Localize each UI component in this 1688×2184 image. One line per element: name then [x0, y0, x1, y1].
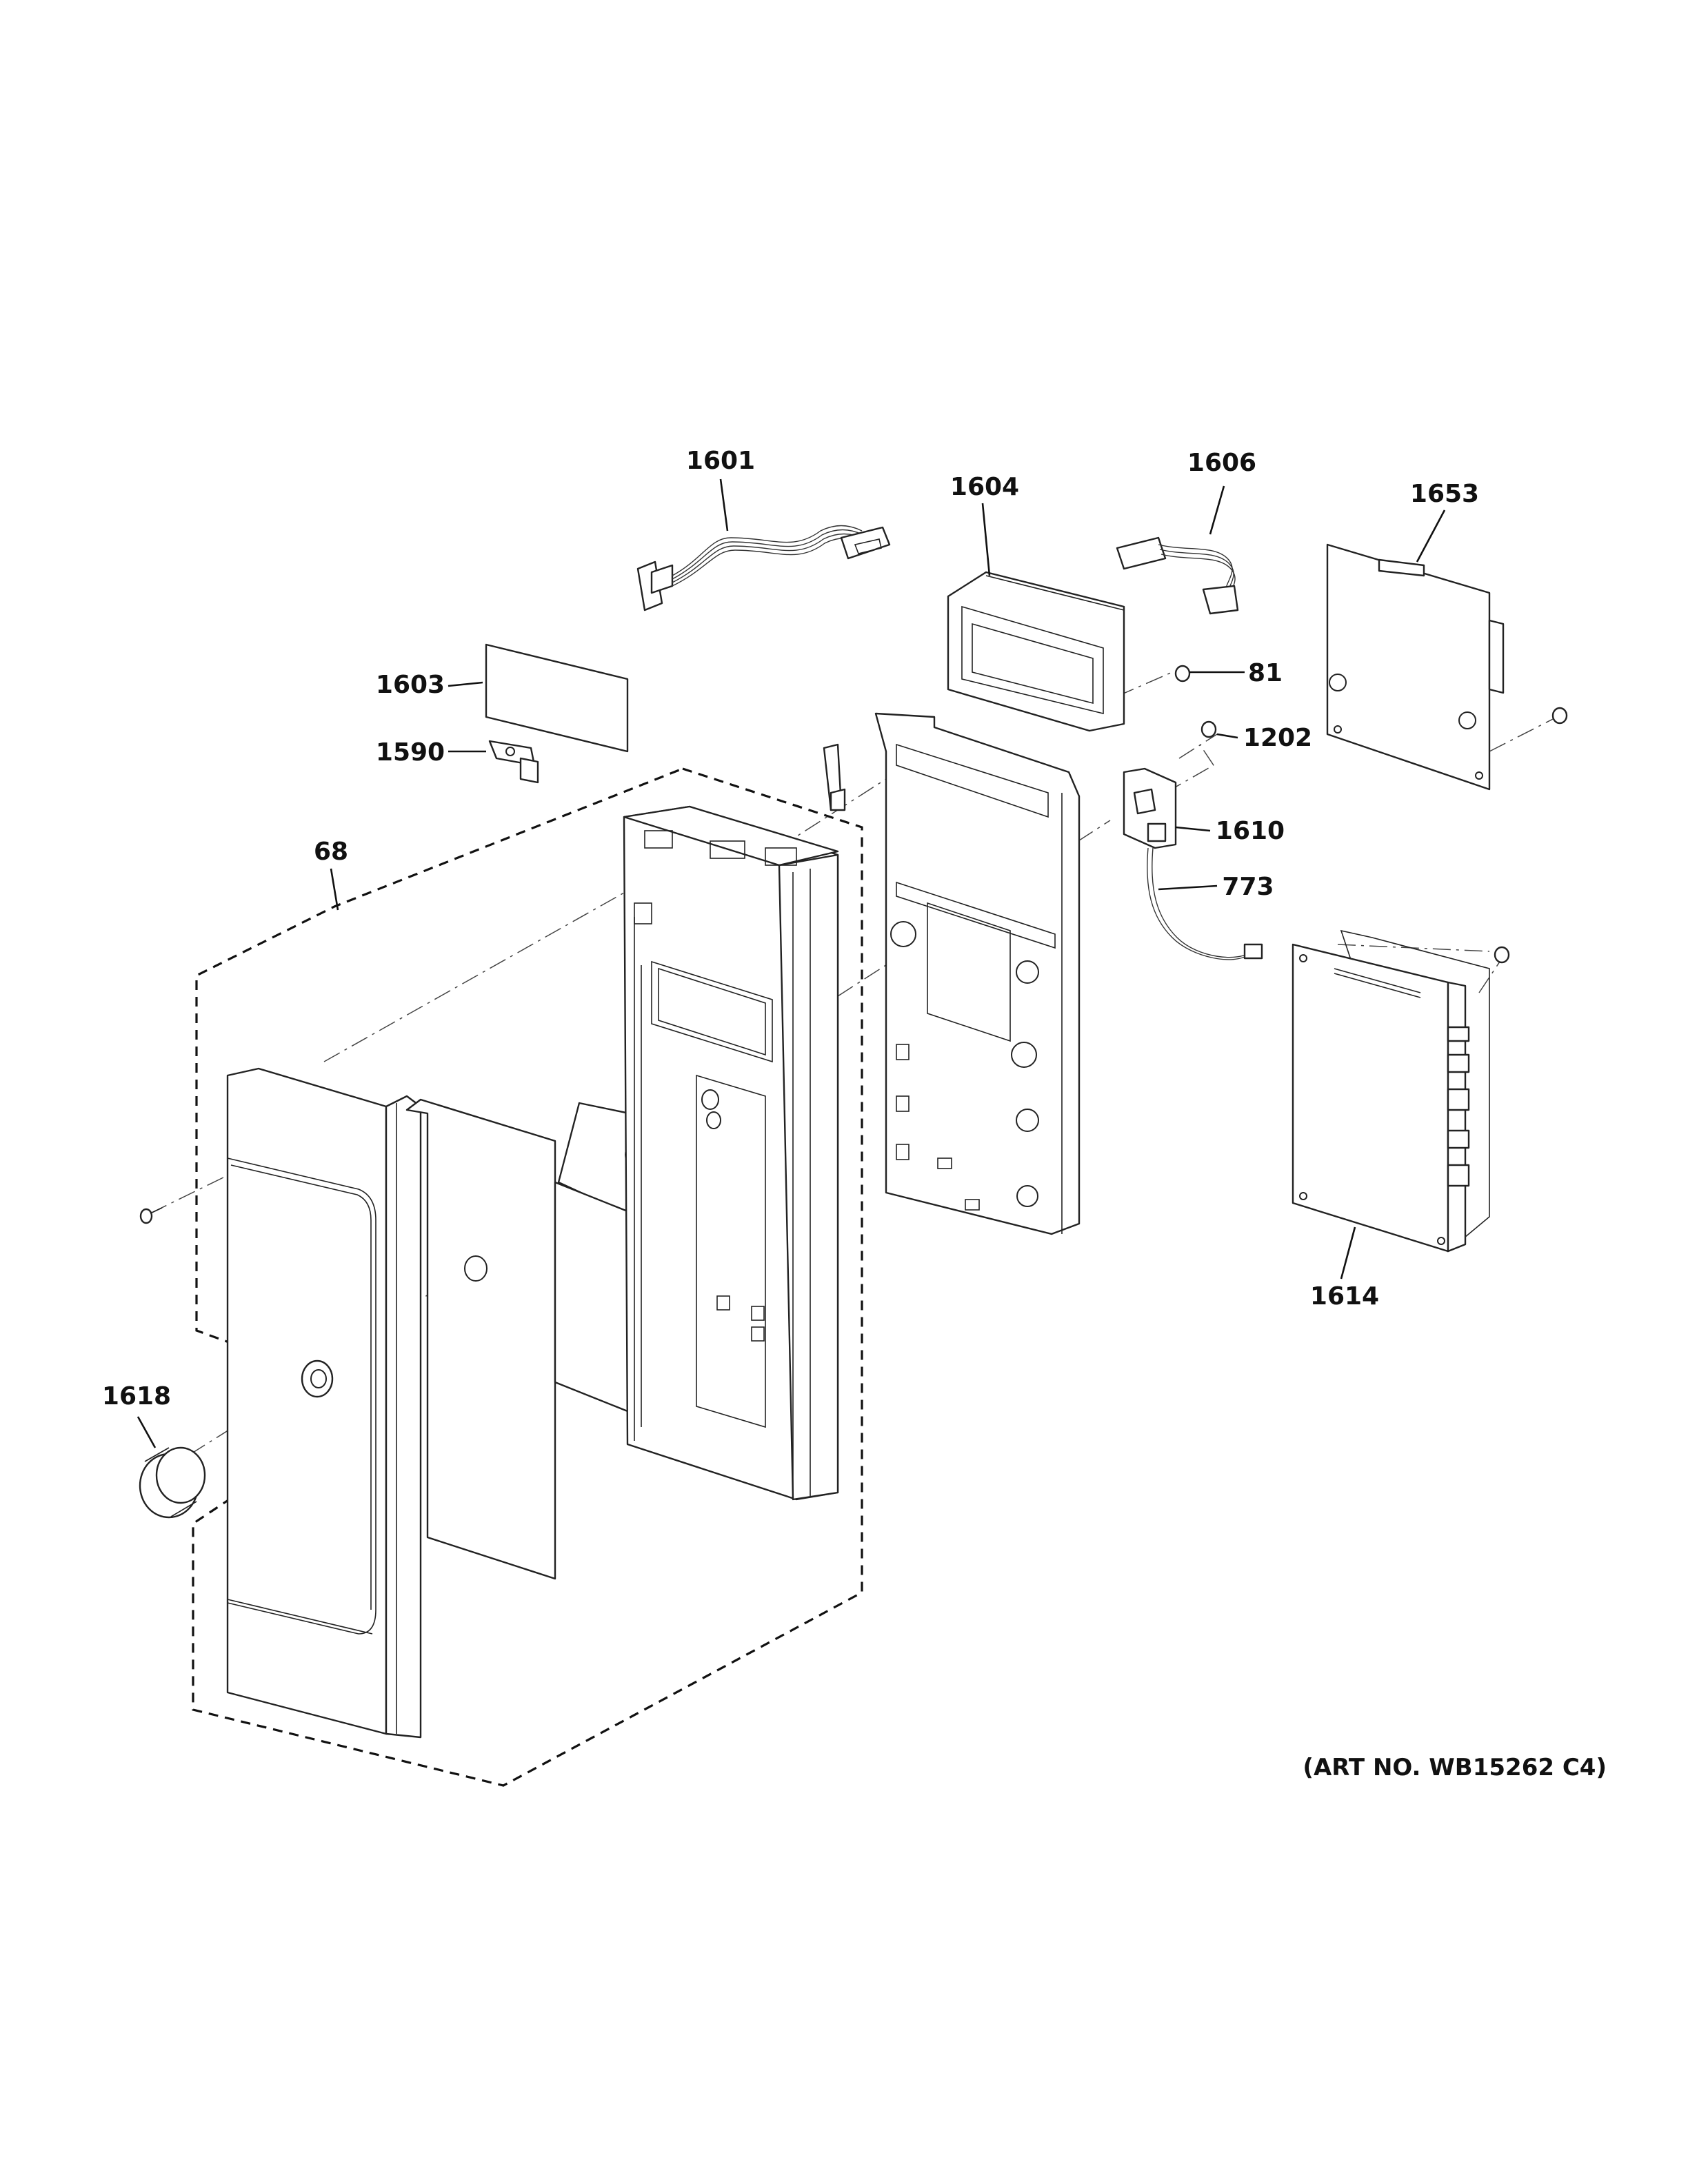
- screw-1653: [1551, 707, 1568, 725]
- screw-81: [1174, 665, 1191, 682]
- callout-1202: 1202: [1243, 724, 1312, 752]
- callout-1590: 1590: [376, 738, 445, 767]
- callout-1601: 1601: [686, 447, 755, 475]
- callout-1618: 1618: [102, 1382, 171, 1410]
- wire-harness-1601: [636, 525, 891, 611]
- leader-lines: [137, 478, 1446, 1448]
- board-1614: [1292, 929, 1490, 1253]
- clip-bracket: [823, 743, 846, 811]
- bracket-1590: [488, 740, 539, 784]
- callout-labels: 1601 1604 1606 1653 1603 81 1202 1590 68…: [102, 447, 1479, 1410]
- art-number: (ART NO. WB15262 C4): [1303, 1754, 1607, 1781]
- callout-1604: 1604: [950, 473, 1019, 501]
- callout-68: 68: [314, 838, 348, 866]
- board-1653: [1326, 543, 1505, 791]
- inner-panel: [405, 1098, 556, 1580]
- display-1604: [947, 571, 1125, 732]
- chassis-bracket: [874, 712, 1081, 1235]
- screw-1614: [1494, 946, 1510, 964]
- callout-773: 773: [1222, 873, 1274, 901]
- callout-1603: 1603: [376, 671, 445, 699]
- control-panel-frame: [623, 805, 839, 1501]
- callout-1614: 1614: [1310, 1282, 1379, 1311]
- knob-collar: [301, 1359, 334, 1398]
- callout-1610: 1610: [1216, 817, 1285, 845]
- wire-harness-1606: [1116, 536, 1239, 615]
- screw-left: [139, 1207, 163, 1224]
- callout-81: 81: [1248, 659, 1283, 687]
- front-panel: [226, 1067, 422, 1739]
- assembly-68-boundary: [192, 767, 863, 1787]
- callout-1606: 1606: [1187, 449, 1256, 477]
- encoder-1610: [1123, 767, 1263, 960]
- knob-1618: [139, 1446, 206, 1519]
- callout-1653: 1653: [1410, 480, 1479, 508]
- screw-1202: [1200, 720, 1217, 738]
- plate-1603: [485, 643, 629, 753]
